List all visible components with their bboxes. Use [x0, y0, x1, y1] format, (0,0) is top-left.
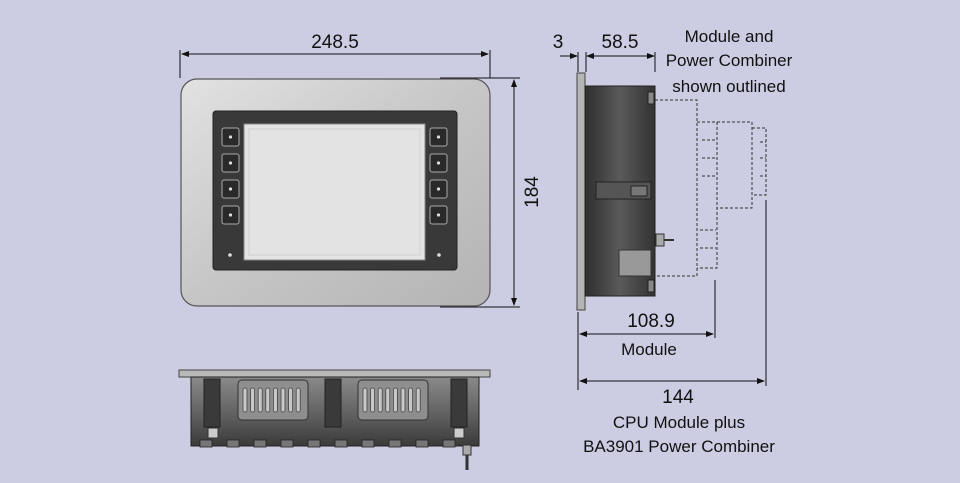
bottom-view [178, 369, 491, 470]
module-note-line-1: Module and [685, 27, 774, 46]
vent-slot [385, 387, 391, 413]
module-note-line-2: Power Combiner [666, 51, 793, 70]
display-screen [243, 123, 426, 261]
bottom-tab [307, 439, 321, 448]
vent-slot [250, 387, 256, 413]
bottom-tabs [199, 439, 456, 448]
bottom-foot-left [207, 427, 219, 439]
vent-slot [265, 387, 271, 413]
front-key-dot [228, 161, 233, 165]
module-depth-label: 108.9 [627, 311, 675, 332]
bottom-foot-right [453, 427, 465, 439]
vent-slots [242, 387, 421, 413]
bottom-tab [253, 439, 267, 448]
ground-screw [655, 233, 665, 247]
bottom-tab [361, 439, 375, 448]
front-key-dot [436, 135, 441, 139]
vent-slot [288, 387, 294, 413]
total-caption-line-2: BA3901 Power Combiner [583, 437, 775, 456]
bottom-tab [199, 439, 213, 448]
vent-slot [295, 387, 301, 413]
total-depth-label: 144 [662, 387, 694, 408]
vent-slot [362, 387, 368, 413]
vent-slot [280, 387, 286, 413]
side-clip-bottom [647, 279, 655, 293]
side-view: 3 58.5 Module and Power Combiner shown o… [553, 27, 793, 456]
screen-inner-edge [248, 128, 421, 256]
vent-slot [272, 387, 278, 413]
side-connector [618, 249, 652, 277]
height-label: 184 [522, 176, 543, 208]
module-outline [655, 99, 767, 277]
front-key-dot [228, 187, 233, 191]
bottom-tab [415, 439, 429, 448]
vent-slot [400, 387, 406, 413]
vent-slot [242, 387, 248, 413]
front-key-dot [436, 187, 441, 191]
front-key-dot [228, 213, 233, 217]
vent-slot [408, 387, 414, 413]
bottom-post-3 [450, 378, 468, 428]
bottom-ground-screw [462, 444, 472, 456]
front-view: 248.5 184 [179, 32, 543, 308]
module-caption: Module [621, 340, 677, 359]
vent-slot [377, 387, 383, 413]
depth-label: 58.5 [602, 32, 639, 53]
vent-slot [392, 387, 398, 413]
total-caption-line-1: CPU Module plus [613, 413, 745, 432]
front-led-left [228, 253, 232, 257]
bottom-post-2 [324, 378, 342, 428]
bottom-tab [388, 439, 402, 448]
vent-slot [257, 387, 263, 413]
front-key-dot [228, 135, 233, 139]
bottom-tab [442, 439, 456, 448]
vent-slot [415, 387, 421, 413]
side-clip-top [647, 91, 655, 105]
front-key-dot [436, 213, 441, 217]
front-buttons [221, 127, 448, 225]
front-key-dot [436, 161, 441, 165]
side-bezel-plate [576, 72, 586, 311]
side-latch-tab [630, 185, 648, 197]
bottom-post-1 [203, 378, 221, 428]
bottom-tab [334, 439, 348, 448]
module-note-line-3: shown outlined [672, 77, 785, 96]
vent-slot [370, 387, 376, 413]
bottom-tab [280, 439, 294, 448]
width-label: 248.5 [311, 32, 359, 53]
bottom-bezel-edge [178, 369, 491, 378]
front-led-right [437, 253, 441, 257]
bottom-tab [226, 439, 240, 448]
bezel-thickness-label: 3 [553, 32, 564, 53]
